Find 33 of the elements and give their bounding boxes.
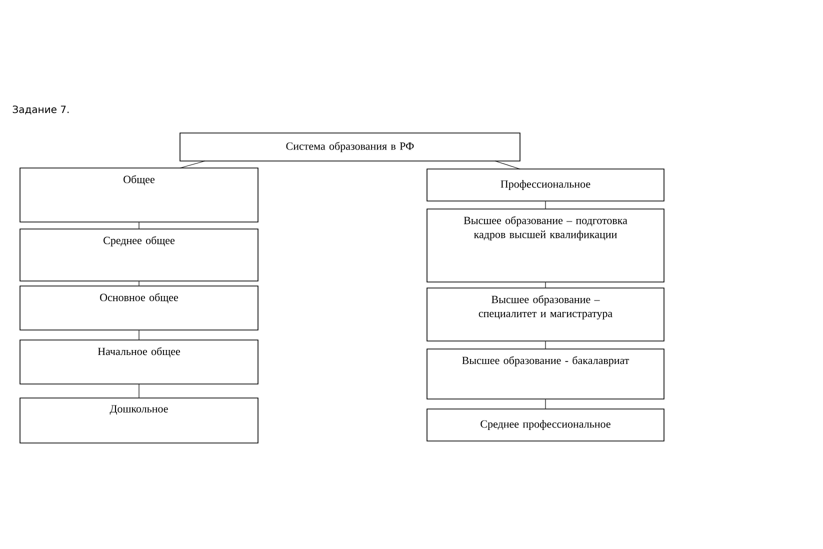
box-text: Среднее общее	[104, 236, 175, 246]
box-text: Дошкольное	[110, 405, 168, 415]
connector-line	[545, 282, 546, 288]
connector-line	[138, 281, 140, 286]
box	[20, 398, 258, 444]
box	[426, 208, 664, 282]
box-text: Высшее образование – подготовка кадров высшей квалификации	[464, 216, 628, 240]
box	[20, 340, 258, 384]
box	[180, 132, 520, 162]
connector-line	[545, 399, 546, 409]
box	[20, 168, 258, 222]
connector-line	[138, 222, 140, 229]
box-text: Основное общее	[100, 293, 178, 304]
box-text: Высшее образование – специалитет и магистратура	[478, 295, 612, 320]
connector-line	[545, 341, 546, 349]
connector-line	[545, 201, 546, 209]
box-text: Профессиональное	[500, 180, 590, 190]
box-text: Высшее образование - бакалавриат	[462, 356, 630, 366]
box	[426, 168, 664, 202]
box-text: Среднее профессиональное	[480, 420, 610, 430]
connector-line	[138, 330, 140, 340]
connector-line	[138, 384, 140, 398]
connector-line	[494, 160, 520, 170]
box	[426, 348, 664, 400]
box-text: Начальное общее	[98, 347, 180, 358]
task-label: Задание 7.	[12, 106, 69, 114]
box	[20, 228, 258, 282]
box-text: Общее	[124, 175, 155, 186]
connector-line	[180, 160, 206, 168]
box	[426, 288, 664, 342]
box	[426, 408, 664, 442]
box	[20, 286, 258, 330]
box-text: Система образования в РФ	[286, 142, 414, 152]
